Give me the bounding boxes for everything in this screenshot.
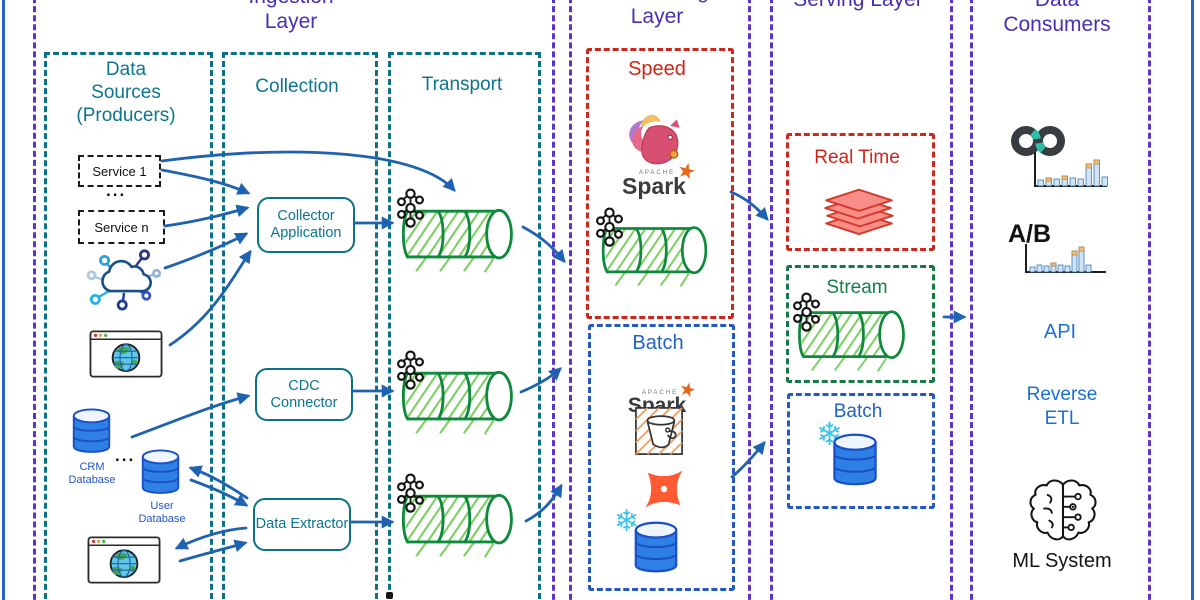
database-icon-batch xyxy=(634,521,678,573)
reverse-etl-label: Reverse ETL xyxy=(1026,384,1098,429)
serving-layer-container xyxy=(770,0,953,600)
serving-layer-title: Serving Layer xyxy=(793,0,923,12)
cdc-connector-node: CDC Connector xyxy=(255,368,353,421)
database-icon-serving xyxy=(833,433,877,486)
spark-logo-speed: ★ APACHE Spark xyxy=(616,158,698,199)
spark-name-text: Spark xyxy=(622,173,686,199)
dbt-icon xyxy=(645,470,683,508)
stream-box xyxy=(786,265,935,383)
infinity-analytics-chart-icon xyxy=(1011,126,1108,187)
collector-application-node: Collector Application xyxy=(257,197,355,253)
real-time-label: Real Time xyxy=(814,147,900,168)
real-time-layers-icon xyxy=(824,188,894,236)
data-sources-label: Data Sources (Producers) xyxy=(76,59,176,126)
web-browser-icon xyxy=(89,330,163,378)
real-time-box xyxy=(786,133,935,251)
transport-box xyxy=(388,52,541,600)
processing-layer-container xyxy=(569,0,751,600)
service-1-label: Service 1 xyxy=(92,163,147,179)
data-extractor-node: Data Extractor xyxy=(253,498,351,551)
spark-apache-text: APACHE xyxy=(638,170,676,176)
kafka-icon-2 xyxy=(397,350,424,390)
transport-label: Transport xyxy=(421,74,503,95)
service-1-box: Service 1 xyxy=(78,155,161,187)
iot-cloud-icon xyxy=(86,249,162,311)
kafka-icon-1 xyxy=(397,188,424,228)
more-pipes-dot xyxy=(386,592,393,599)
web-app-icon xyxy=(87,536,161,584)
ab-label: A/B xyxy=(1008,220,1052,248)
flink-squirrel-icon xyxy=(629,114,680,165)
ingestion-layer-container xyxy=(33,0,555,600)
services-ellipsis: ... xyxy=(106,181,127,200)
user-database-label: User Database xyxy=(138,500,186,525)
kafka-icon-speed xyxy=(596,207,623,247)
ml-system-label: ML System xyxy=(1012,550,1112,572)
batch-serving-box xyxy=(787,393,935,509)
crm-database-icon xyxy=(72,408,111,453)
batch-processing-label: Batch xyxy=(632,332,684,354)
s3-bucket-icon xyxy=(635,407,683,455)
ab-test-chart-icon: A/B xyxy=(1008,220,1108,278)
consumers-layer-container xyxy=(970,0,1151,600)
speed-box xyxy=(586,48,734,319)
kafka-icon-stream xyxy=(793,292,820,332)
data-extractor-label: Data Extractor xyxy=(255,516,349,532)
processing-layer-title: Processing Layer xyxy=(605,0,709,28)
databases-ellipsis: ... xyxy=(115,446,136,465)
ml-brain-circuit-icon xyxy=(1029,479,1097,541)
speed-label: Speed xyxy=(628,58,686,80)
collector-application-label: Collector Application xyxy=(270,208,342,241)
service-n-box: Service n xyxy=(78,210,165,244)
stream-label: Stream xyxy=(826,277,888,298)
ingestion-layer-title: Ingestion Layer xyxy=(248,0,333,33)
user-database-icon xyxy=(141,449,180,494)
api-label: API xyxy=(1043,321,1077,343)
spark-apache-text: APACHE xyxy=(641,390,679,396)
service-n-label: Service n xyxy=(94,219,149,235)
consumers-layer-title: Data Consumers xyxy=(1003,0,1111,36)
collection-label: Collection xyxy=(255,76,339,97)
ab-bar-chart xyxy=(1025,244,1106,273)
crm-database-label: CRM Database xyxy=(68,461,116,486)
batch-serving-label: Batch xyxy=(833,401,883,422)
kafka-icon-3 xyxy=(397,473,424,513)
cdc-connector-label: CDC Connector xyxy=(270,377,338,411)
